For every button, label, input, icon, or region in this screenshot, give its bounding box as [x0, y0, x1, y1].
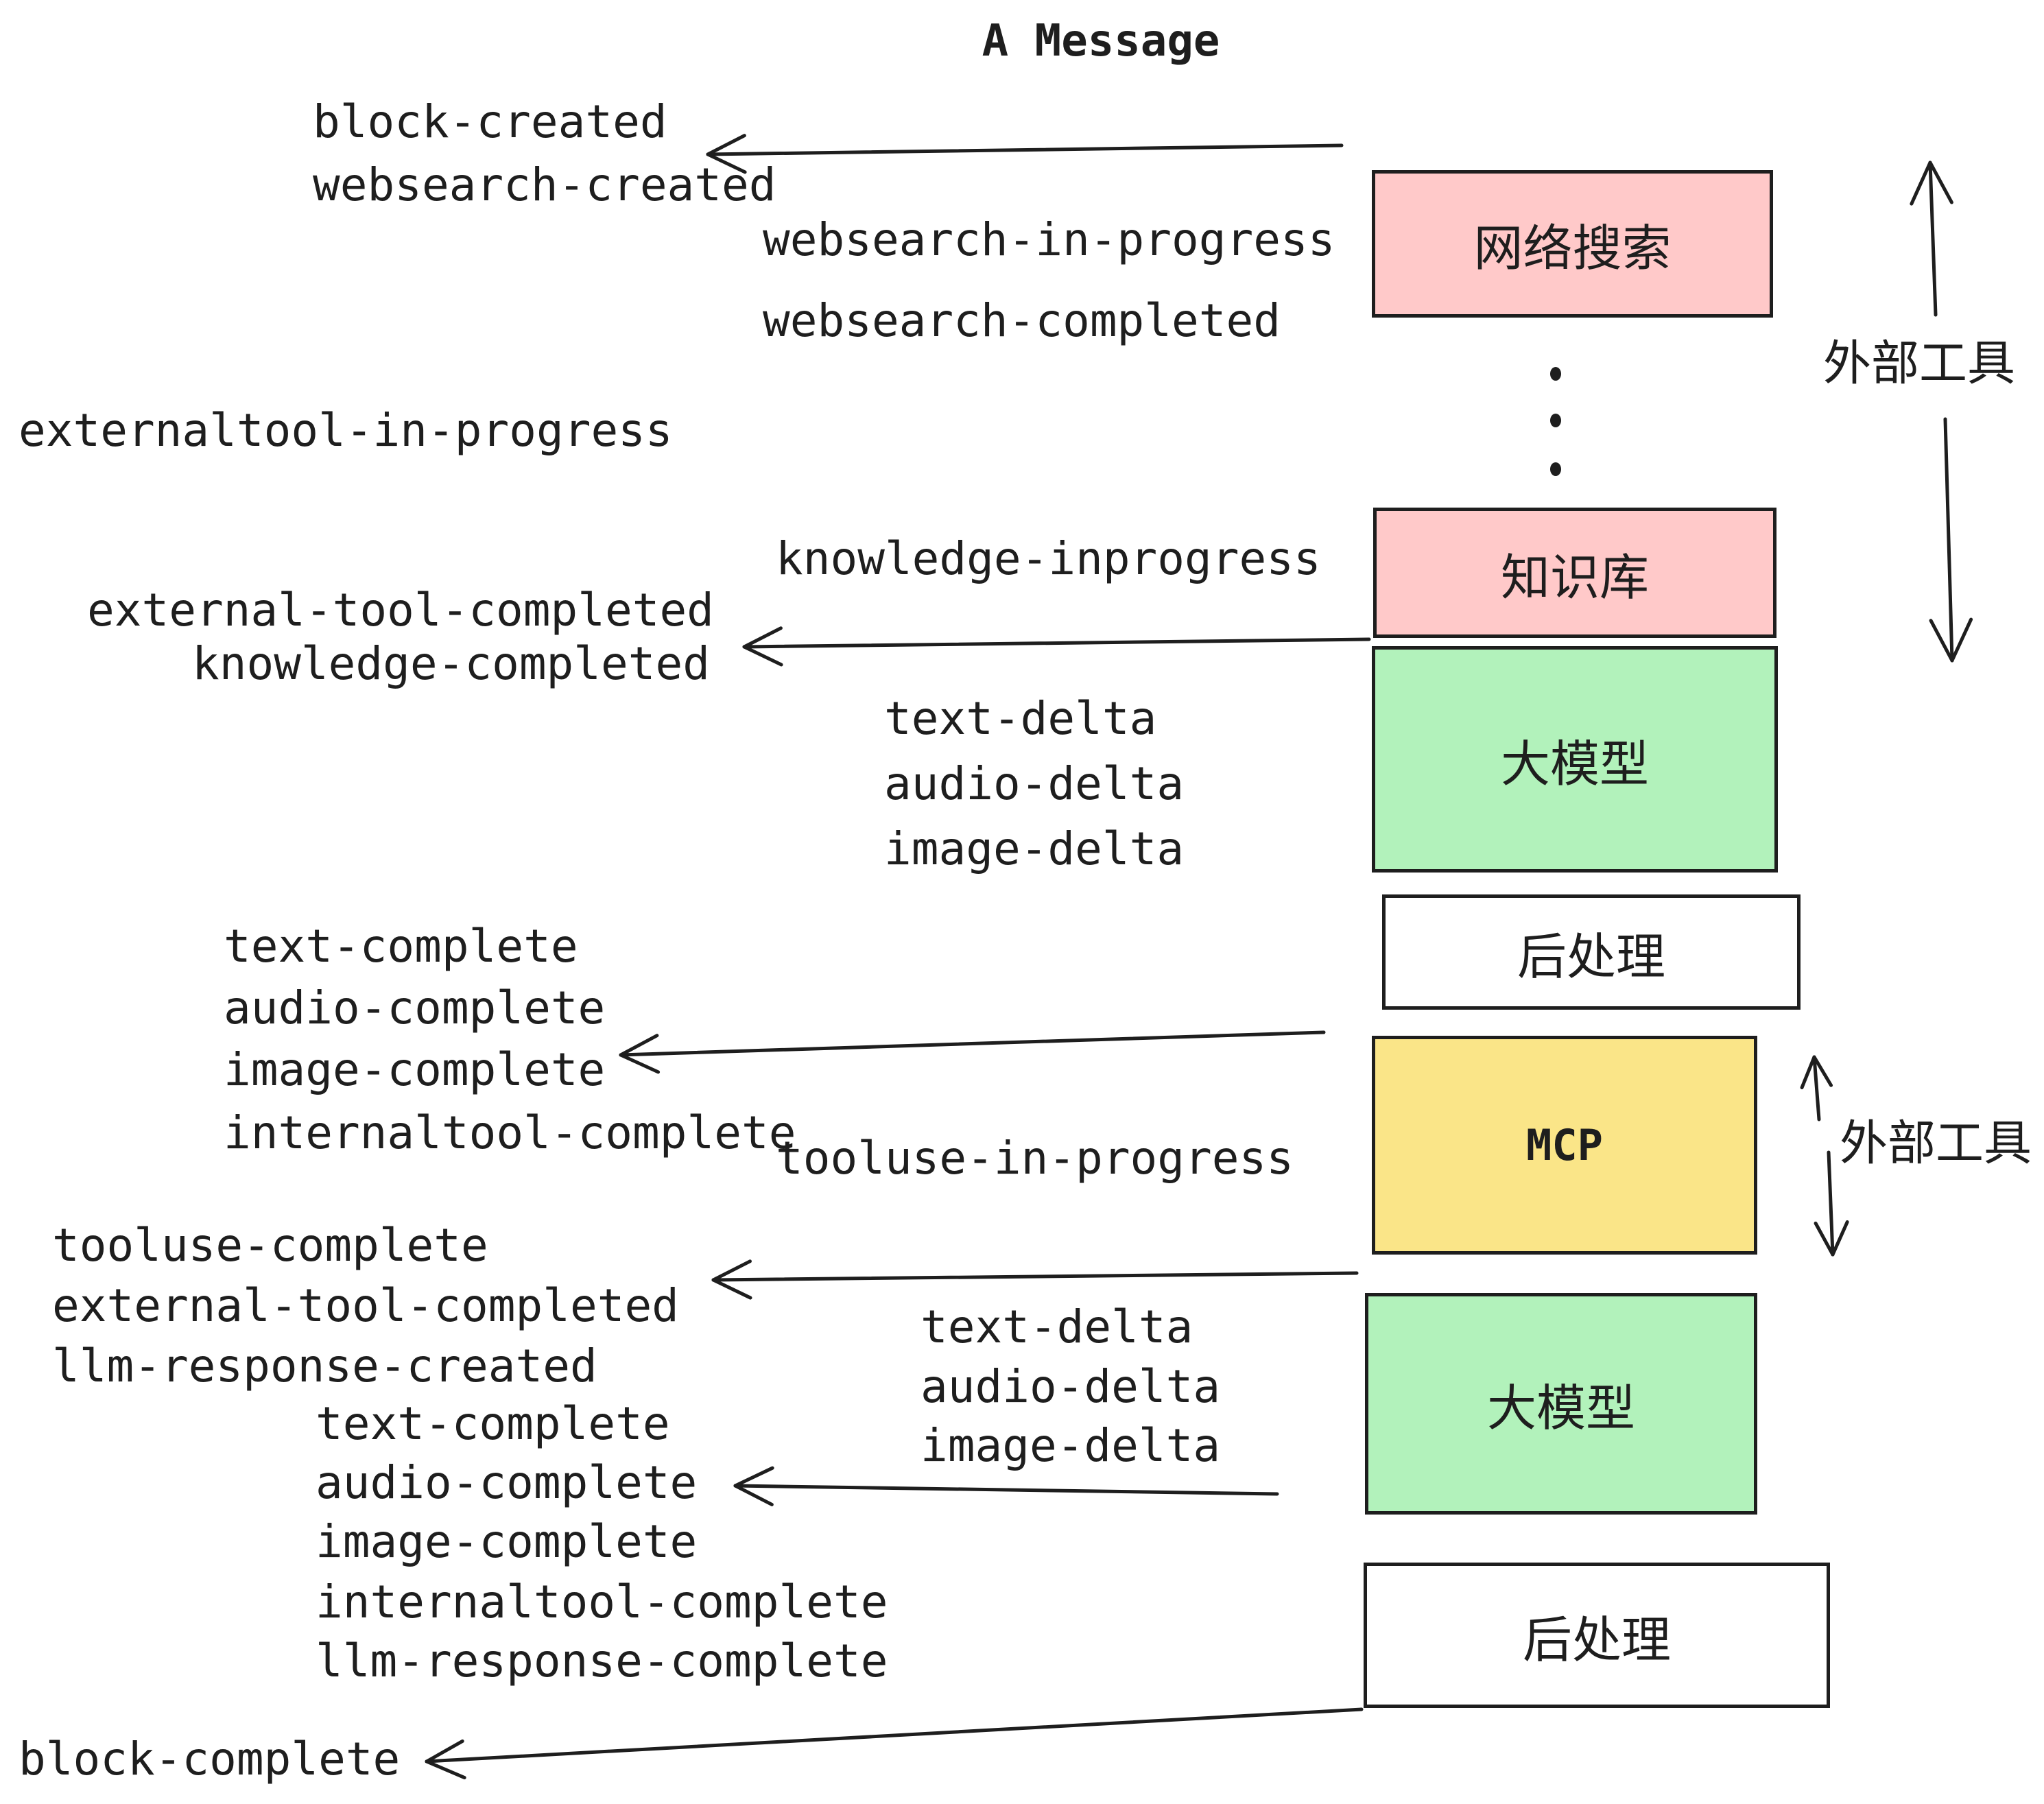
event-knowledge-completed: knowledge-completed: [192, 637, 710, 690]
event-external-tool-completed-2: external-tool-completed: [52, 1279, 679, 1332]
box-label-knowledge: 知识库: [1500, 550, 1649, 606]
box-llm-2: 大模型: [1365, 1293, 1757, 1515]
ellipsis-dot-3: [1550, 462, 1561, 476]
event-audio-delta-1: audio-delta: [884, 757, 1185, 810]
ellipsis-dot-2: [1550, 414, 1561, 427]
box-label-postprocess-2: 后处理: [1522, 1613, 1671, 1668]
arrow-external-tools-1-up: [1910, 161, 1953, 317]
box-llm-1: 大模型: [1372, 646, 1778, 873]
event-audio-delta-2: audio-delta: [920, 1360, 1221, 1413]
box-label-postprocess-1: 后处理: [1517, 929, 1665, 985]
arrow-to-block-complete: [425, 1707, 1364, 1780]
event-text-complete-1: text-complete: [224, 920, 578, 973]
arrow-external-tools-2-up: [1800, 1055, 1833, 1121]
event-image-complete-1: image-complete: [224, 1043, 606, 1096]
event-block-created: block-created: [313, 95, 667, 148]
event-externaltool-in-progress: externaltool-in-progress: [19, 404, 673, 457]
diagram-title: A Message: [982, 16, 1220, 67]
event-block-complete: block-complete: [19, 1733, 401, 1785]
box-label-websearch: 网络搜索: [1473, 222, 1672, 276]
event-audio-complete-2: audio-complete: [316, 1456, 698, 1509]
event-external-tool-completed-1: external-tool-completed: [87, 584, 714, 637]
arrow-to-audio-complete: [733, 1466, 1279, 1506]
event-websearch-created: websearch-created: [313, 158, 776, 211]
external-tools-label-1: 外部工具: [1823, 336, 2015, 390]
event-audio-complete-1: audio-complete: [224, 982, 606, 1034]
external-tools-label-2: 外部工具: [1840, 1116, 2032, 1170]
arrow-to-block-created: [706, 134, 1344, 174]
event-websearch-in-progress: websearch-in-progress: [763, 213, 1335, 266]
event-text-complete-2: text-complete: [316, 1397, 670, 1450]
event-tooluse-in-progress: tooluse-in-progress: [776, 1132, 1294, 1185]
event-internaltool-complete-1: internaltool-complete: [224, 1106, 796, 1159]
arrow-to-tooluse-complete: [711, 1259, 1359, 1300]
event-tooluse-complete: tooluse-complete: [52, 1219, 488, 1272]
event-image-delta-1: image-delta: [884, 822, 1185, 875]
box-websearch: 网络搜索: [1372, 170, 1773, 318]
event-knowledge-inprogress: knowledge-inprogress: [776, 532, 1321, 585]
box-label-llm-1: 大模型: [1500, 737, 1649, 792]
event-text-delta-2: text-delta: [920, 1301, 1193, 1353]
arrow-external-tools-1-down: [1929, 417, 1973, 663]
box-mcp: MCP: [1372, 1036, 1757, 1255]
event-image-delta-2: image-delta: [920, 1419, 1221, 1472]
box-postprocess-2: 后处理: [1364, 1563, 1830, 1708]
event-internaltool-complete-2: internaltool-complete: [316, 1576, 888, 1628]
arrow-to-knowledge-completed: [742, 626, 1371, 667]
box-label-llm-2: 大模型: [1486, 1381, 1635, 1436]
event-image-complete-2: image-complete: [316, 1515, 698, 1568]
arrow-external-tools-2-down: [1814, 1150, 1849, 1257]
ellipsis-dot-1: [1550, 367, 1561, 381]
event-llm-response-created: llm-response-created: [52, 1340, 597, 1392]
arrow-to-image-complete: [619, 1030, 1326, 1074]
event-llm-response-complete: llm-response-complete: [316, 1635, 888, 1687]
box-knowledge: 知识库: [1373, 508, 1776, 638]
event-websearch-completed: websearch-completed: [763, 294, 1281, 347]
box-label-mcp: MCP: [1526, 1120, 1603, 1170]
event-text-delta-1: text-delta: [884, 692, 1157, 745]
box-postprocess-1: 后处理: [1382, 894, 1801, 1010]
